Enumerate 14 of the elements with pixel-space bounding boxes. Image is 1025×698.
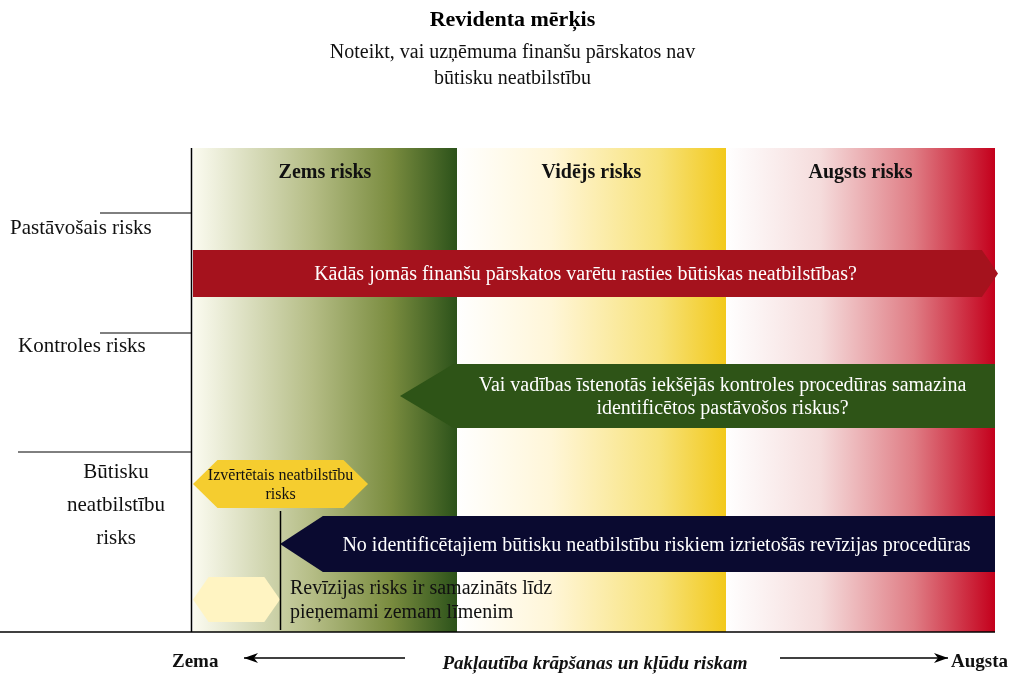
arrow-banner: Kādās jomās finanšu pārskatos varētu rasties būtiskas neatbilstības? bbox=[193, 250, 998, 297]
axis-title: Pakļautība krāpšanas un kļūdu riskam bbox=[441, 651, 749, 676]
arrow-banner: Vai vadības īstenotās iekšējās kontroles procedūras samazina identificētos pastāvošos riskus? bbox=[400, 364, 995, 428]
band-heading: Zems risks bbox=[277, 160, 373, 183]
band-heading: Augsts risks bbox=[807, 160, 914, 183]
row-label: Pastāvošais risks bbox=[10, 215, 152, 240]
band-heading: Vidējs risks bbox=[540, 160, 643, 183]
axis-end-label: Zema bbox=[172, 650, 219, 672]
arrow-banner: No identificētajiem būtisku neatbilstību riskiem izrietošās revīzijas procedūras bbox=[280, 516, 995, 572]
axis-end-label: Augsta bbox=[951, 650, 1008, 672]
diagram-title: Revidenta mērķis bbox=[428, 6, 597, 32]
subtitle: Noteikt, vai uzņēmuma finanšu pārskatos nav būtisku neatbilstību bbox=[328, 39, 697, 90]
row-label: Būtisku neatbilstību risks bbox=[66, 458, 166, 551]
row-label: Kontroles risks bbox=[18, 333, 146, 358]
